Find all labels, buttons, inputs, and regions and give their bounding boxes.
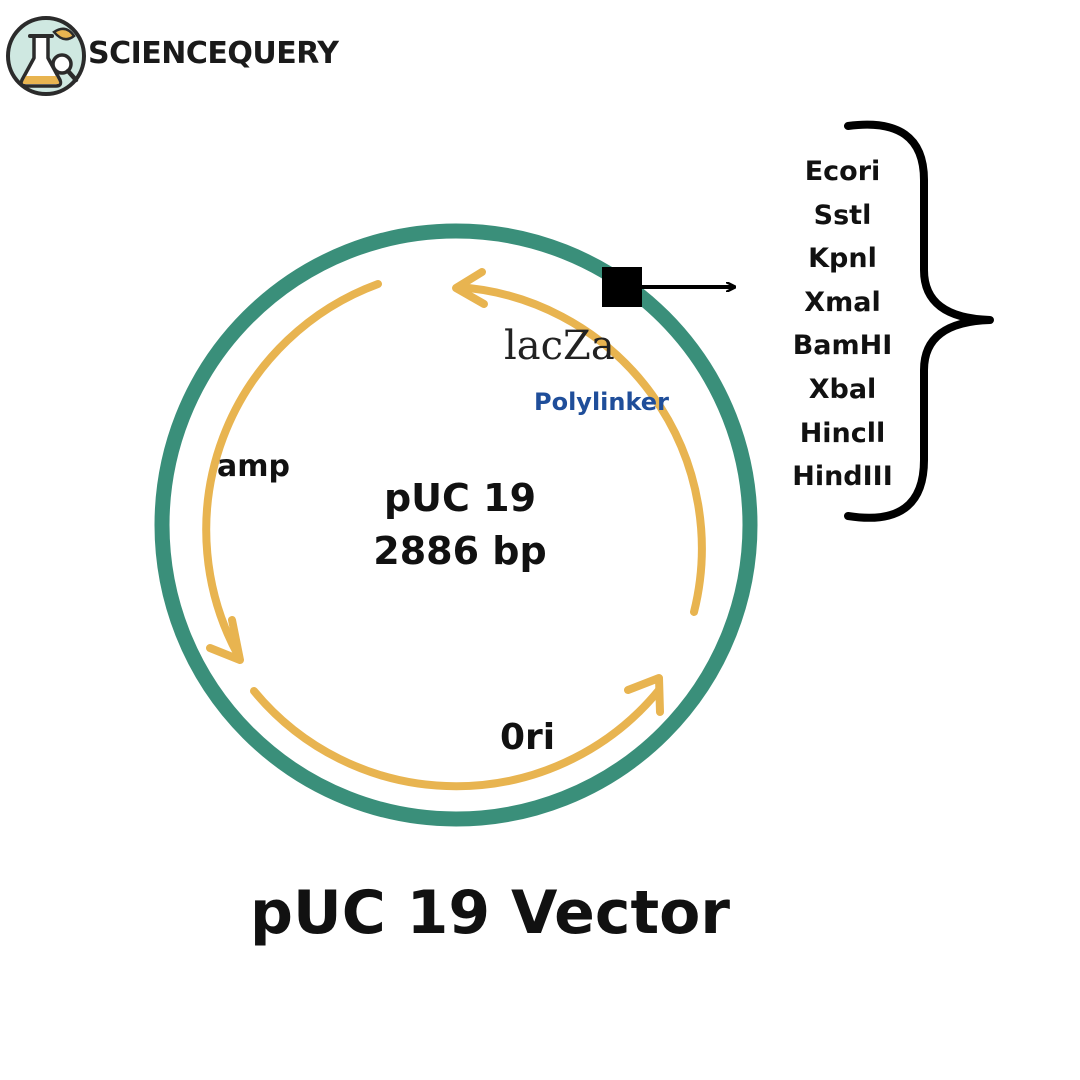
plasmid-ring xyxy=(154,223,758,827)
brand-name: SCIENCEQUERY xyxy=(88,36,339,71)
restriction-site: Kpnl xyxy=(808,243,877,275)
plasmid-name: pUC 19 xyxy=(383,476,537,520)
curly-brace-icon xyxy=(844,120,994,522)
plasmid-info: pUC 19 2886 bp xyxy=(310,472,610,578)
brand-logo: SCIENCEQUERY xyxy=(4,14,344,98)
ori-label: 0ri xyxy=(500,717,556,758)
amp-label: amp xyxy=(217,449,290,484)
site-marker-icon xyxy=(602,267,642,307)
restriction-site: Xmal xyxy=(804,286,881,318)
restriction-site: Ecori xyxy=(804,156,881,187)
amp-gene-arrow xyxy=(202,280,382,659)
restriction-site-list: Ecori Sstl Kpnl Xmal BamHI Xbal Hincll H… xyxy=(775,150,910,499)
restriction-site: Sstl xyxy=(813,199,872,231)
diagram-caption: pUC 19 Vector xyxy=(250,878,730,948)
sciencequery-logo-icon xyxy=(6,16,86,96)
restriction-site: BamHI xyxy=(792,330,893,362)
polylinker-label: Polylinker xyxy=(534,388,669,416)
lacz-gene-arrow xyxy=(454,283,706,616)
restriction-site: Hincll xyxy=(799,417,886,449)
ori-arrowhead xyxy=(624,674,664,716)
restriction-site: Xbal xyxy=(808,373,877,405)
restriction-site: HindIII xyxy=(792,461,893,493)
lacz-arrowhead xyxy=(452,268,488,308)
amp-arrowhead xyxy=(206,616,244,664)
ori-gene-arrow xyxy=(250,686,663,791)
plasmid-size: 2886 bp xyxy=(373,529,547,574)
lacz-label: lacZa xyxy=(504,323,615,369)
